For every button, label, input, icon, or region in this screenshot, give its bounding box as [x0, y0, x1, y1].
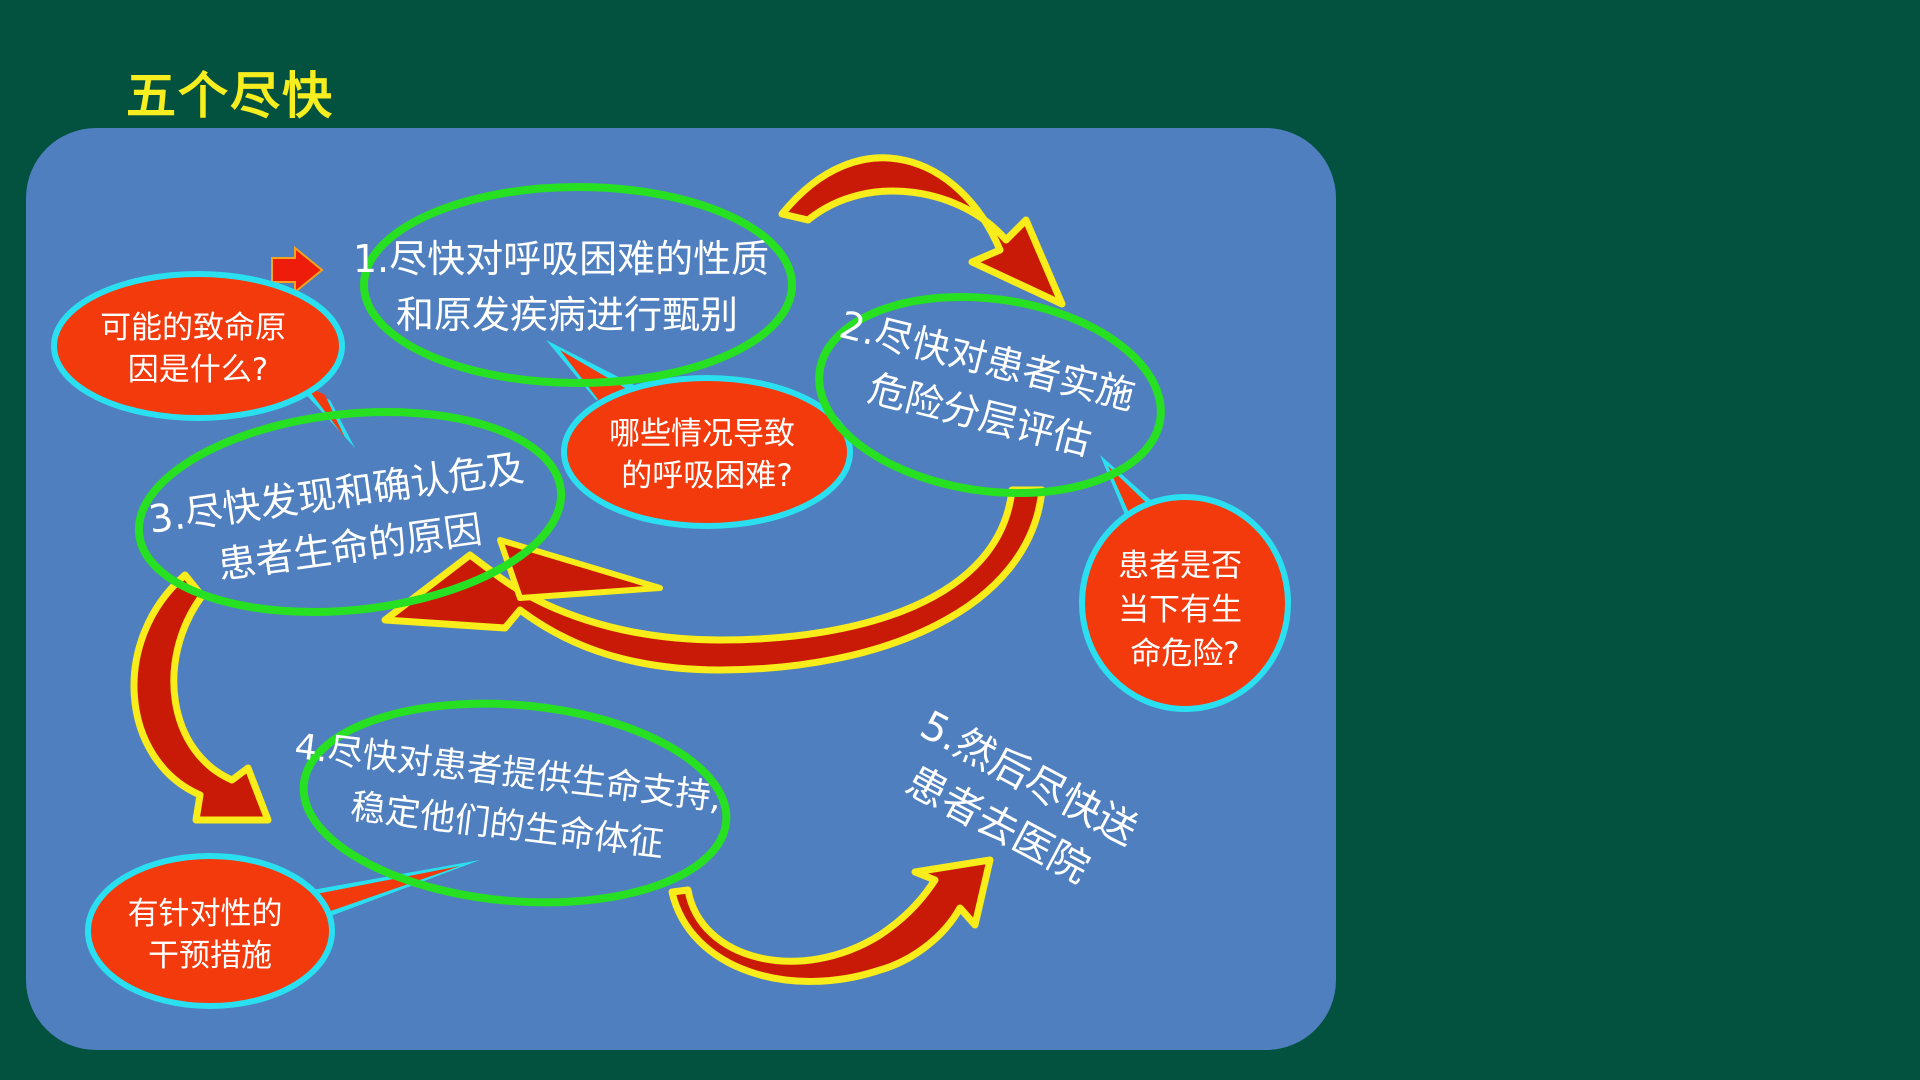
- bubble-dyspnea-causes: 哪些情况导致 的呼吸困难?: [546, 340, 853, 529]
- bubble-dyspnea-causes-text: 哪些情况导致 的呼吸困难?: [609, 416, 805, 494]
- step-1-text: 1.尽快对呼吸困难的性质 和原发疾病进行甄别: [353, 237, 781, 337]
- arrow-step2-to-step3: [381, 486, 1046, 674]
- arrow-step3-to-step4: [130, 571, 272, 824]
- step-1-identify-dyspnea: 1.尽快对呼吸困难的性质 和原发疾病进行甄别: [353, 183, 796, 387]
- arrow-step4-to-step5: [668, 856, 994, 985]
- bubble-fatal-cause: 可能的致命原 因是什么?: [51, 271, 355, 448]
- bubble-intervention-text: 有针对性的 干预措施: [128, 896, 293, 974]
- slide-title: 五个尽快: [126, 67, 334, 125]
- arrow-step1-to-step2: [778, 154, 1066, 308]
- bubble-fatal-cause-text: 可能的致命原 因是什么?: [100, 310, 296, 388]
- bubble-life-danger: 患者是否 当下有生 命危险?: [1079, 455, 1291, 712]
- bubble-life-danger-text: 患者是否 当下有生 命危险?: [1118, 548, 1252, 672]
- bubble-intervention: 有针对性的 干预措施: [85, 853, 480, 1009]
- pointer-arrow-icon: [271, 245, 324, 295]
